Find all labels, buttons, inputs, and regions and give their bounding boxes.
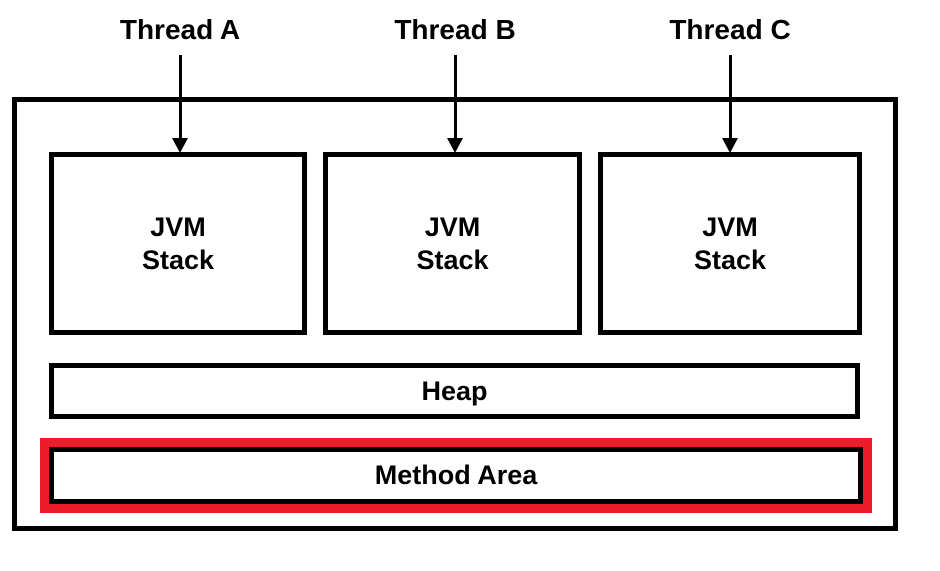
jvm-stack-label: JVM Stack xyxy=(694,211,766,277)
jvm-stack-label-line1: JVM xyxy=(702,211,758,242)
method-area-highlight: Method Area xyxy=(40,438,872,513)
jvm-stack-label-line2: Stack xyxy=(416,244,489,275)
thread-b-label: Thread B xyxy=(394,14,516,45)
arrow-down-icon xyxy=(447,138,463,153)
jvm-stack-label-line2: Stack xyxy=(141,244,215,275)
jvm-stack-label: JVM Stack xyxy=(416,211,488,277)
thread-c-label: Thread C xyxy=(669,14,791,45)
jvm-stack-box-a: JVM Stack xyxy=(49,152,307,335)
arrow-stem xyxy=(728,55,732,140)
arrow-stem xyxy=(453,55,457,140)
arrow-stem xyxy=(178,55,182,140)
heap-label: Heap xyxy=(421,375,488,406)
arrow-down-icon xyxy=(722,138,738,153)
jvm-stack-label-line1: JVM xyxy=(424,211,481,242)
method-area-label: Method Area xyxy=(374,460,538,490)
heap-box: Heap xyxy=(49,363,860,419)
jvm-stack-box-c: JVM Stack xyxy=(598,152,862,335)
thread-a-label: Thread A xyxy=(119,14,241,45)
arrow-down-icon xyxy=(172,138,188,153)
jvm-stack-label: JVM Stack xyxy=(142,211,214,277)
jvm-stack-label-line1: JVM xyxy=(150,211,206,242)
method-area-box: Method Area xyxy=(49,447,863,504)
jvm-stack-box-b: JVM Stack xyxy=(323,152,582,335)
jvm-stack-label-line2: Stack xyxy=(693,244,767,275)
